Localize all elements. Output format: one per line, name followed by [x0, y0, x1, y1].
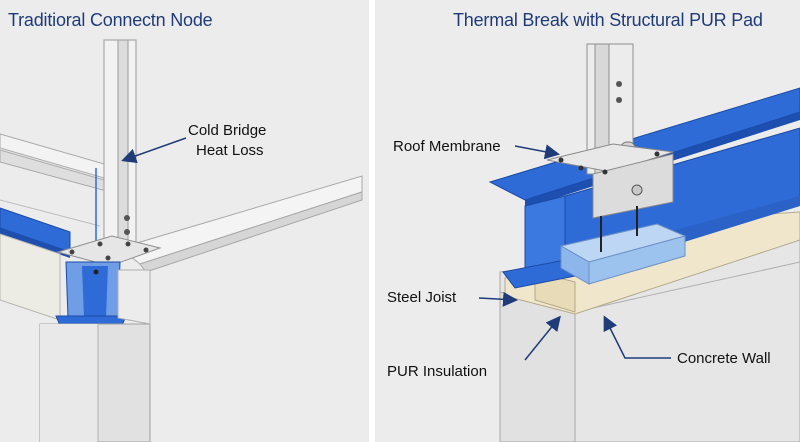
blue-i-beam: [55, 261, 127, 331]
panel-divider: [369, 0, 375, 442]
right-panel-title: Thermal Break with Structural PUR Pad: [453, 10, 763, 30]
concrete-wall-label: Concrete Wall: [677, 350, 771, 367]
pur-pad: [559, 223, 687, 285]
cold-bridge-label: Cold Bridge: [188, 122, 267, 139]
vertical-post: [95, 39, 137, 251]
connection-clip: [546, 143, 674, 252]
pur-insulation-label: PUR Insulation: [387, 363, 488, 380]
steel-joist-arrow: [478, 291, 518, 307]
pur-insulation-arrow: [524, 315, 561, 361]
traditional-node-panel: Traditioral Connectn Node Cold Bridge He…: [0, 0, 369, 442]
heat-loss-label: Heat Loss: [196, 142, 264, 159]
horizontal-beam: [118, 175, 363, 273]
cold-bridge-arrow: [121, 137, 187, 164]
concrete-wall-arrow: [603, 315, 671, 359]
left-panel-title: Traditioral Connectn Node: [8, 10, 213, 30]
roof-membrane-label: Roof Membrane: [393, 138, 501, 155]
concrete-column: [39, 269, 151, 442]
base-plate: [56, 235, 162, 267]
traditional-node-drawing: [0, 39, 363, 442]
thermal-break-drawing: [478, 43, 800, 442]
steel-joist-label: Steel Joist: [387, 289, 457, 306]
roof-membrane-arrow: [514, 144, 560, 160]
thermal-break-panel: Thermal Break with Structural PUR Pad Ro…: [375, 0, 800, 442]
